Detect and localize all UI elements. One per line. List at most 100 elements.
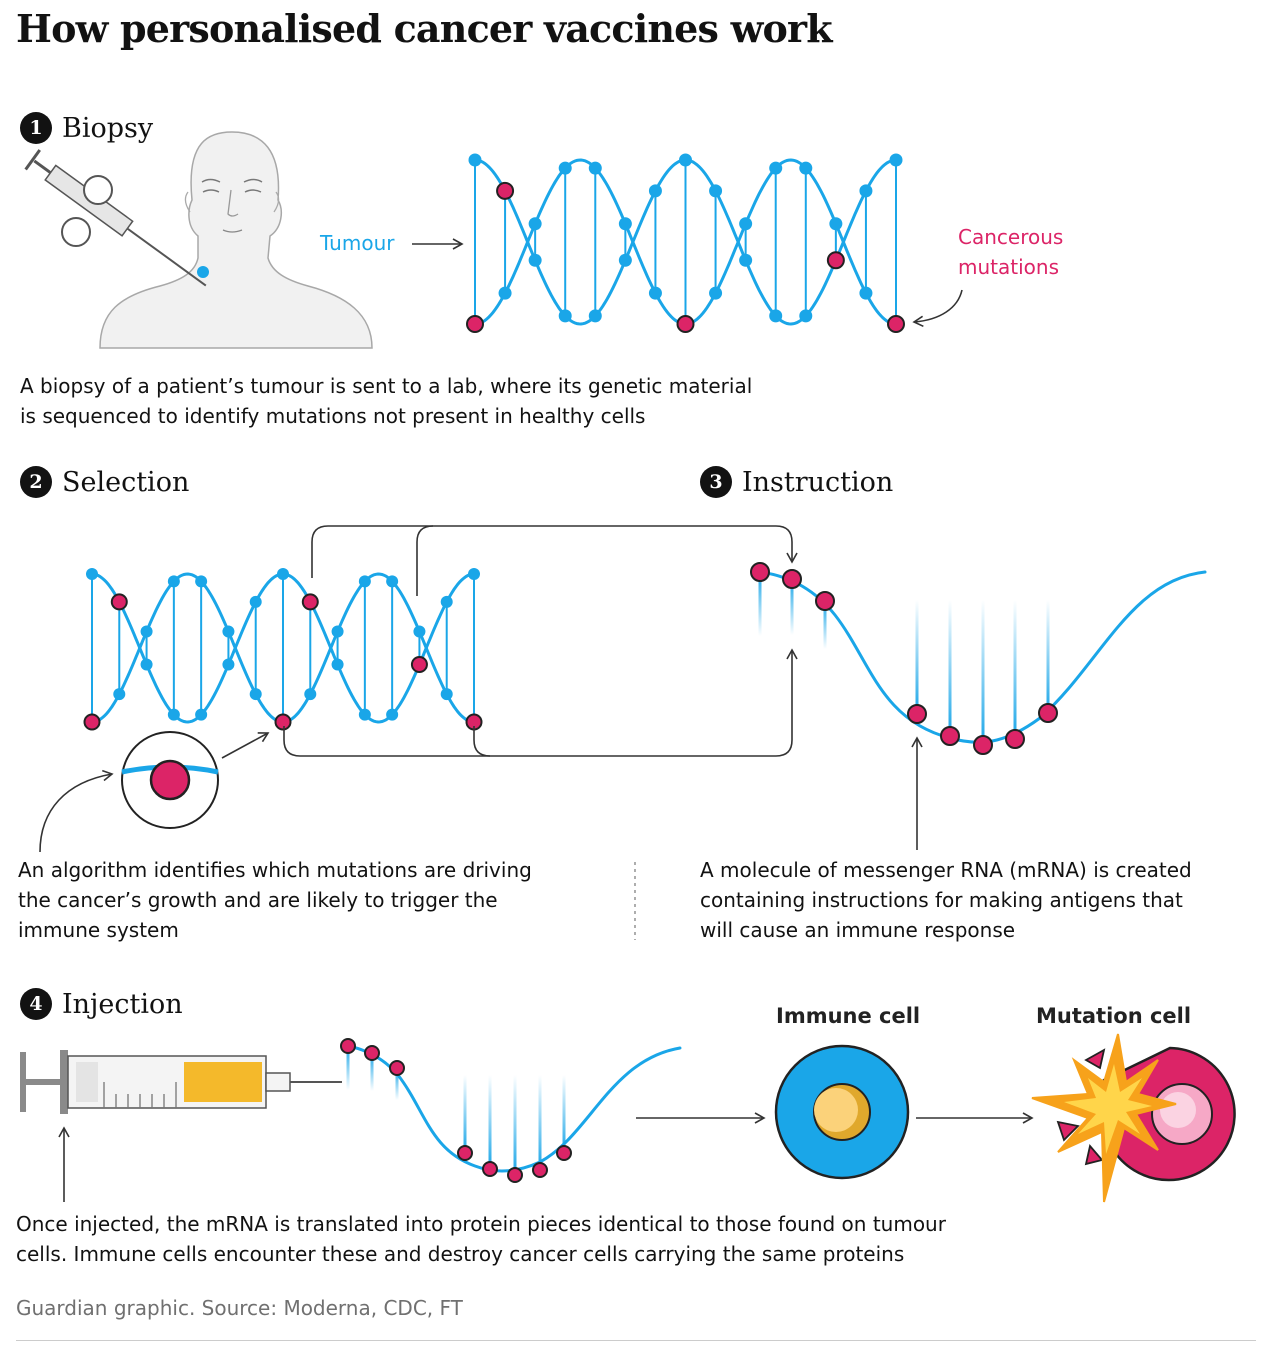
- biopsy-syringe-plunger: [33, 159, 52, 174]
- mutation-dot: [1038, 703, 1058, 723]
- base-dot: [440, 595, 453, 608]
- page-title: How personalised cancer vaccines work: [16, 6, 833, 51]
- plunger-handle: [20, 1052, 26, 1112]
- base-dot: [709, 184, 723, 198]
- base-dot: [167, 708, 180, 721]
- zoom-arrow: [221, 732, 270, 759]
- mrna-stem: [1013, 600, 1017, 739]
- base-dot: [277, 568, 289, 580]
- syringe-finger-ring: [83, 175, 113, 205]
- step-3-description: A molecule of messenger RNA (mRNA) is cr…: [700, 855, 1260, 945]
- base-dot: [618, 217, 632, 231]
- step-3-heading: 3 Instruction: [700, 466, 893, 498]
- immune-cell-illustration: [774, 1044, 910, 1180]
- base-dot: [588, 309, 602, 323]
- step-1-description-line: is sequenced to identify mutations not p…: [20, 404, 646, 428]
- base-dot: [769, 161, 783, 175]
- base-dot: [859, 286, 873, 300]
- step-1-heading: 1 Biopsy: [20, 112, 153, 144]
- mutation-dot: [110, 593, 128, 611]
- barrel-flange: [60, 1050, 68, 1114]
- base-dot: [331, 625, 344, 638]
- mrna-stem: [538, 1075, 542, 1170]
- base-dot: [558, 309, 572, 323]
- step-2-description-line: An algorithm identifies which mutations …: [18, 858, 532, 882]
- mutation-dot: [340, 1038, 356, 1054]
- mutation-dot: [496, 181, 515, 200]
- step-1-description: A biopsy of a patient’s tumour is sent t…: [20, 371, 820, 431]
- mutation-dot: [507, 1167, 523, 1183]
- base-dot: [498, 286, 512, 300]
- head-silhouette: [99, 131, 373, 349]
- tumour-dna-helix: [466, 153, 905, 333]
- step-1-number: 1: [20, 112, 52, 144]
- base-dot: [648, 184, 662, 198]
- cell-fragment: [1056, 1120, 1080, 1142]
- base-dot: [468, 153, 482, 167]
- mrna-stem: [758, 572, 762, 636]
- step-3-label: Instruction: [742, 467, 894, 498]
- step-3-number: 3: [700, 466, 732, 498]
- step-1-label: Biopsy: [62, 113, 154, 144]
- step-1-description-line: A biopsy of a patient’s tumour is sent t…: [20, 374, 753, 398]
- mrna-stem: [981, 600, 985, 745]
- mutation-dot: [274, 713, 292, 731]
- zoom-mutation-dot: [149, 759, 191, 801]
- step-2-description: An algorithm identifies which mutations …: [18, 855, 618, 945]
- immune-cell-nucleus-highlight: [814, 1088, 858, 1132]
- mrna-stem: [915, 600, 919, 714]
- mrna-stem: [1046, 600, 1050, 713]
- step-3-description-line: will cause an immune response: [700, 918, 1016, 942]
- plunger-stopper: [76, 1062, 98, 1102]
- cancerous-mutations-label-line: Cancerous: [958, 225, 1064, 249]
- base-dot: [739, 253, 753, 267]
- step-4-description-line: cells. Immune cells encounter these and …: [16, 1242, 905, 1266]
- mutation-cell-label: Mutation cell: [1036, 1004, 1192, 1028]
- selection-dna-helix: [83, 568, 483, 731]
- mutation-dot: [389, 1060, 405, 1076]
- base-dot: [588, 161, 602, 175]
- base-dot: [113, 688, 126, 701]
- mrna-stem: [463, 1075, 467, 1153]
- base-dot: [222, 658, 235, 671]
- cancerous-mutations-label: Cancerous mutations: [958, 222, 1063, 282]
- mutation-cell-illustration: [1031, 1033, 1236, 1203]
- mrna-stem: [395, 1068, 399, 1100]
- biopsy-syringe-plunger-end: [24, 149, 41, 171]
- base-dot: [739, 217, 753, 231]
- mrna-stem: [562, 1075, 566, 1153]
- cancerous-mutations-label-line: mutations: [958, 255, 1059, 279]
- base-dot: [558, 161, 572, 175]
- base-dot: [331, 658, 344, 671]
- connector-line-top: [311, 525, 798, 578]
- base-dot: [679, 153, 692, 167]
- vaccine-fill: [184, 1062, 262, 1102]
- syringe-gradations: [103, 1082, 177, 1108]
- syringe-finger-ring: [61, 217, 91, 247]
- eyebrows: [201, 178, 263, 183]
- step-4-description: Once injected, the mRNA is translated in…: [16, 1209, 1056, 1269]
- patient-head-illustration: [99, 131, 373, 349]
- mrna-stem: [488, 1075, 492, 1169]
- mrna-stem: [790, 579, 794, 635]
- mutation-dot: [556, 1145, 572, 1161]
- mutation-dot: [301, 593, 319, 611]
- mutation-dot: [826, 251, 845, 270]
- base-dot: [769, 309, 783, 323]
- base-dot: [195, 575, 208, 588]
- step-3-description-line: containing instructions for making antig…: [700, 888, 1183, 912]
- plunger-rod: [26, 1079, 66, 1085]
- base-dot: [889, 153, 903, 167]
- mutation-dot: [750, 562, 770, 582]
- mutation-dot: [887, 315, 905, 333]
- base-dot: [799, 161, 813, 175]
- mrna-stem: [823, 601, 827, 649]
- base-dot: [468, 568, 480, 580]
- mutation-dot: [940, 726, 960, 746]
- base-dot: [799, 309, 813, 323]
- syringe-hub: [265, 1072, 291, 1092]
- mouth: [222, 229, 243, 233]
- mutation-dot: [482, 1161, 498, 1177]
